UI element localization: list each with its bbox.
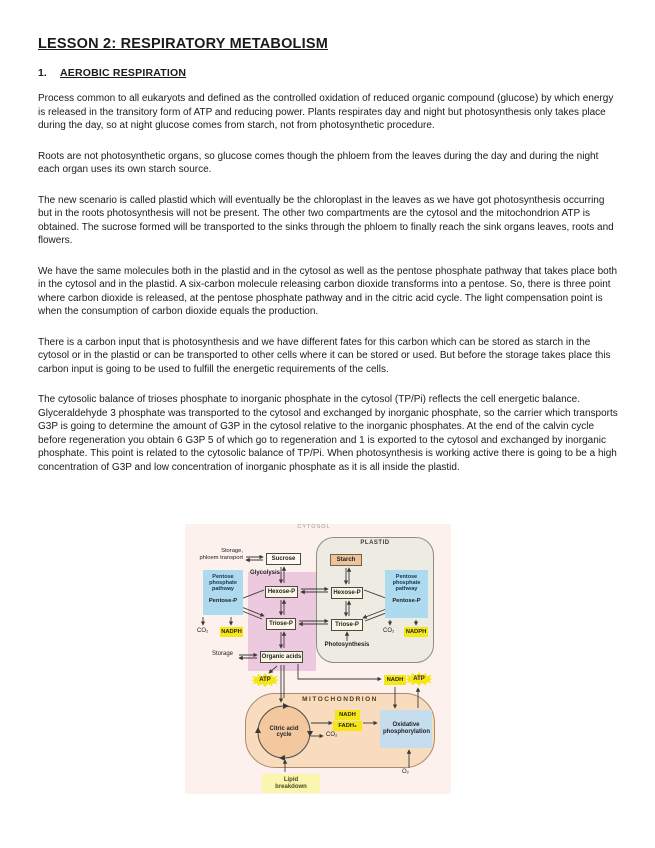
sucrose-box: Sucrose [266,553,301,565]
citric-acid-cycle-label: Citric acid cycle [269,725,299,739]
paragraph: The cytosolic balance of trioses phospha… [38,394,618,473]
storage-phloem-label: Storage, phloem transport [187,548,244,561]
triose-p-box-plastid: Triose-P [331,619,363,631]
storage-label: Storage [212,651,234,657]
triose-p-box-cytosol: Triose-P [266,618,296,630]
paragraph: Process common to all eukaryots and defi… [38,93,614,131]
section-number: 1. [38,67,47,79]
metabolism-diagram: Citric acid cycle [185,524,451,794]
paragraph: The new scenario is called plastid which… [38,194,614,247]
text-column: LESSON 2: RESPIRATORY METABOLISM 1. AEROB… [38,36,620,491]
pentose-p-label: Pentose-P [208,597,238,604]
pentose-phosphate-pathway-box-cytosol: Pentose phosphate pathway Pentose-P [203,570,243,615]
page-title: LESSON 2: RESPIRATORY METABOLISM [38,36,328,52]
glycolysis-label: Glycolysis [250,570,281,576]
paragraph: Roots are not photosynthetic organs, so … [38,150,599,176]
hexose-p-box-plastid: Hexose-P [331,587,363,599]
co2-label-cytosol: CO₂ [197,628,209,634]
fadh2-tag: FADH₂ [333,721,362,731]
co2-label-mitochondrion: CO₂ [326,732,338,738]
storage-phloem-line2: phloem transport [199,554,244,561]
oxidative-phosphorylation-label: Oxidative phosphorylation [383,722,430,735]
cytosol-label: CYTOSOL [297,524,331,530]
citric-acid-cycle: Citric acid cycle [258,706,310,758]
atp-starburst-oxphos: ATP [405,672,433,686]
nadph-tag-plastid: NADPH [404,627,428,637]
lipid-breakdown-box: Lipid breakdown [262,774,320,793]
pentose-p-label: Pentose-P [392,597,421,604]
storage-phloem-line1: Storage, [221,548,243,554]
paragraph: There is a carbon input that is photosyn… [38,336,611,375]
atp-starburst-glycolysis: ATP [251,673,279,687]
section-heading: 1. AEROBIC RESPIRATION [38,67,620,79]
photosynthesis-label: Photosynthesis [324,642,370,648]
section-heading-text: AEROBIC RESPIRATION [60,67,187,79]
pentose-phosphate-pathway-box-plastid: Pentose phosphate pathway Pentose-P [385,570,428,618]
mitochondrion-label: MITOCHONDRION [302,696,378,703]
nadph-tag-cytosol: NADPH [220,627,243,637]
pentose-phosphate-pathway-title: Pentose phosphate pathway [209,574,237,593]
nadh-tag-top: NADH [384,675,406,685]
starch-box: Starch [330,554,362,566]
paragraph: We have the same molecules both in the p… [38,265,618,318]
o2-label: O₂ [402,769,409,775]
co2-label-plastid: CO₂ [383,628,395,634]
oxidative-phosphorylation-box: Oxidative phosphorylation [380,710,432,748]
organic-acids-box: Organic acids [260,651,303,663]
lipid-breakdown-label: Lipid breakdown [275,776,307,790]
nadh-tag-mitochondrion: NADH [335,710,360,720]
pentose-phosphate-pathway-title: Pentose phosphate pathway [392,574,421,593]
hexose-p-box-cytosol: Hexose-P [265,586,298,598]
plastid-label: PLASTID [360,540,390,546]
